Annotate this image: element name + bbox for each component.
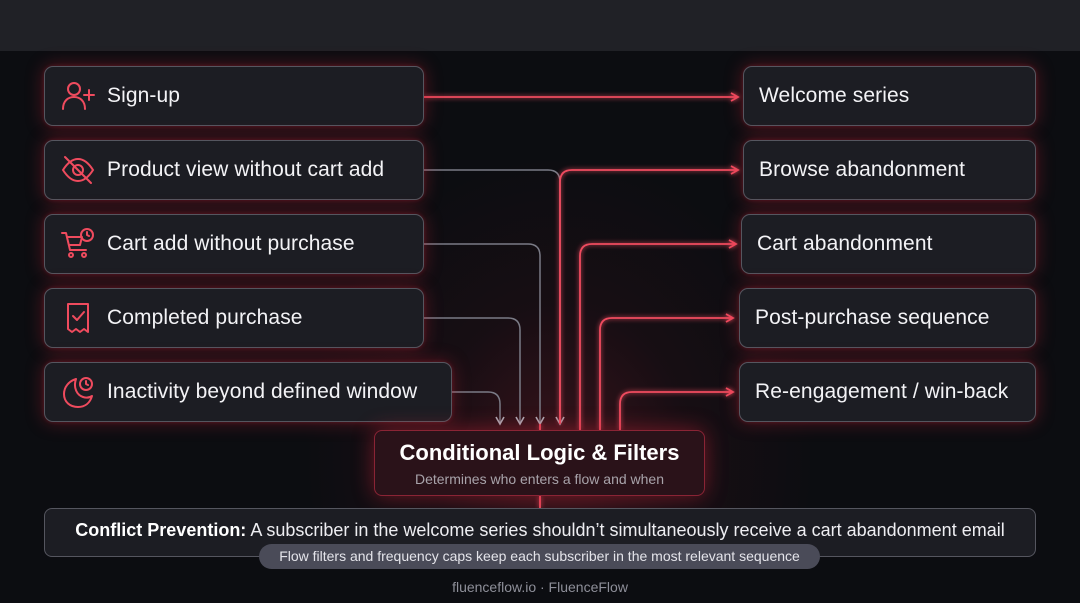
connector-inactivity <box>452 391 505 426</box>
footer-credit: fluenceflow.io · FluenceFlow <box>452 579 628 595</box>
connector-purchase <box>424 317 525 426</box>
connector-browse <box>559 165 740 424</box>
destination-reengagement: Re-engagement / win-back <box>739 362 1036 422</box>
trigger-purchase: Completed purchase <box>44 288 424 348</box>
eye-off-icon <box>59 151 97 189</box>
destination-post-purchase: Post-purchase sequence <box>739 288 1036 348</box>
user-plus-icon <box>59 77 97 115</box>
destination-welcome: Welcome series <box>743 66 1036 126</box>
trigger-label: Sign-up <box>107 84 181 107</box>
trigger-cart-add: Cart add without purchase <box>44 214 424 274</box>
logic-subtitle: Determines who enters a flow and when <box>414 471 665 487</box>
cart-clock-icon <box>59 225 97 263</box>
note-pill: Flow filters and frequency caps keep eac… <box>259 544 820 569</box>
destination-label: Browse abandonment <box>759 158 966 181</box>
trigger-label: Completed purchase <box>107 306 303 329</box>
destination-label: Welcome series <box>759 84 910 107</box>
logic-title: Conditional Logic & Filters <box>399 440 680 465</box>
conflict-label: Conflict Prevention: <box>75 520 247 540</box>
trigger-inactivity: Inactivity beyond defined window <box>44 362 452 422</box>
conditional-logic-box: Conditional Logic & Filters Determines w… <box>374 430 705 496</box>
destination-cart: Cart abandonment <box>741 214 1036 274</box>
connector-post-purchase <box>599 313 735 424</box>
trigger-signup: Sign-up <box>44 66 424 126</box>
connector-reengagement <box>619 387 735 424</box>
conflict-prevention-bar: Conflict Prevention: A subscriber in the… <box>44 508 1036 557</box>
destination-label: Cart abandonment <box>757 232 933 255</box>
trigger-label: Cart add without purchase <box>107 232 355 255</box>
destination-label: Re-engagement / win-back <box>755 380 1009 403</box>
moon-clock-icon <box>59 373 97 411</box>
destination-browse: Browse abandonment <box>743 140 1036 200</box>
connector-cart-add <box>424 243 545 426</box>
trigger-label: Inactivity beyond defined window <box>107 380 418 403</box>
destination-label: Post-purchase sequence <box>755 306 990 329</box>
conflict-text: A subscriber in the welcome series shoul… <box>246 520 1005 540</box>
top-bar <box>0 0 1080 51</box>
connector-cart <box>579 239 738 424</box>
trigger-product-view: Product view without cart add <box>44 140 424 200</box>
receipt-check-icon <box>59 299 97 337</box>
trigger-label: Product view without cart add <box>107 158 385 181</box>
